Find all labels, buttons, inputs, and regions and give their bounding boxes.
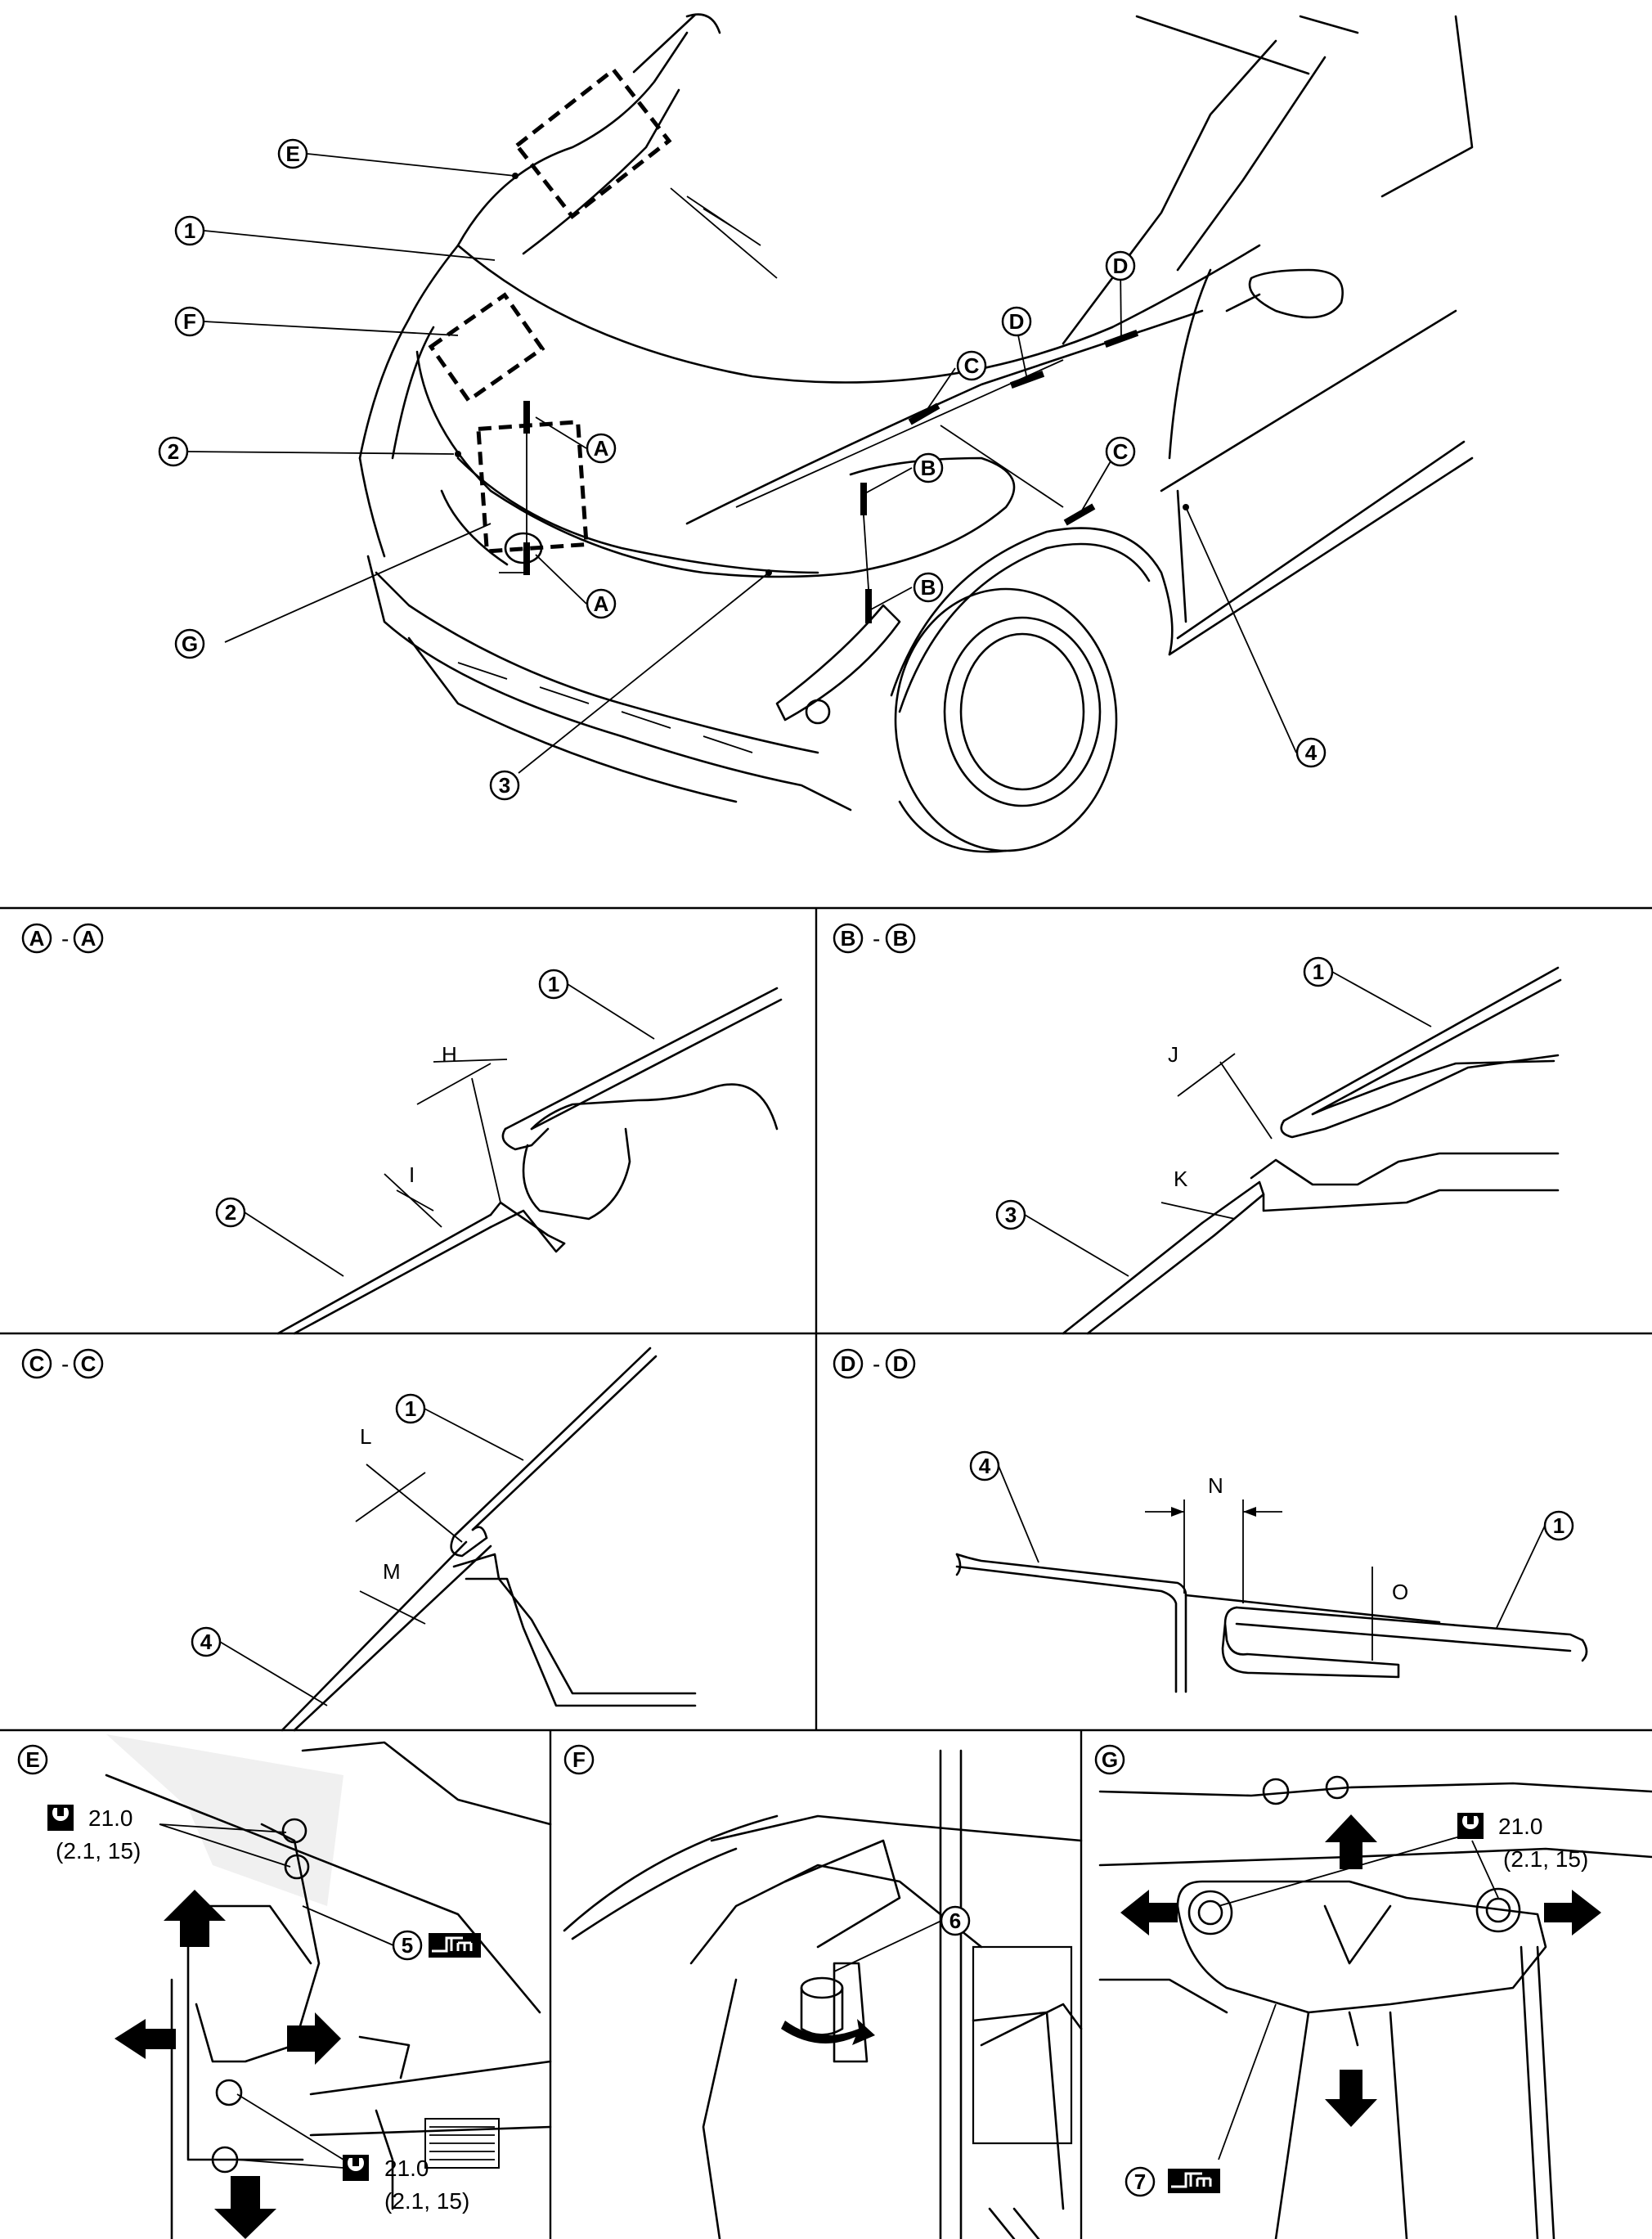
arrow-left-icon (114, 2019, 176, 2059)
callout-b-bottom: B (913, 572, 944, 603)
svg-text:1: 1 (548, 972, 559, 996)
callout-g: G (174, 628, 205, 659)
section-grid (0, 906, 1652, 2239)
svg-text:7: 7 (1134, 2169, 1146, 2194)
svg-text:E: E (285, 142, 299, 166)
svg-text:F: F (183, 309, 196, 334)
svg-text:-: - (61, 926, 69, 951)
arrow-up-icon (164, 1890, 226, 1947)
svg-text:4: 4 (979, 1454, 991, 1478)
svg-text:B: B (921, 456, 936, 480)
svg-text:1: 1 (1313, 960, 1324, 984)
detail-box-e (514, 66, 672, 220)
detail-f-lock: F 6 (563, 1744, 1083, 2239)
svg-text:D: D (841, 1351, 856, 1376)
rotate-arrow-icon (781, 2019, 875, 2045)
svg-text:A: A (594, 436, 609, 461)
svg-text:2: 2 (225, 1200, 236, 1225)
section-cc: C - C L M 1 4 (21, 1347, 697, 1732)
section-marks (523, 330, 1139, 623)
svg-text:1: 1 (184, 218, 195, 243)
callout-a-top: A (586, 433, 617, 464)
callout-f: F (174, 306, 205, 337)
svg-text:6: 6 (949, 1909, 961, 1933)
svg-text:1: 1 (405, 1396, 416, 1421)
svg-text:B: B (841, 926, 856, 951)
svg-text:K: K (1174, 1167, 1188, 1191)
svg-text:5: 5 (402, 1933, 413, 1958)
svg-text:G: G (1102, 1747, 1118, 1772)
svg-text:-: - (873, 1351, 880, 1377)
callout-e: E (277, 138, 308, 169)
arrow-left-icon (1120, 1890, 1178, 1936)
detail-box-f (428, 292, 545, 403)
callout-1: 1 (174, 215, 205, 246)
callout-4: 4 (1295, 737, 1327, 768)
svg-text:C: C (29, 1351, 45, 1376)
svg-text:C: C (81, 1351, 97, 1376)
arrow-down-icon (214, 2176, 276, 2239)
svg-text:4: 4 (200, 1630, 213, 1654)
callout-c-right: C (1105, 436, 1136, 467)
grease-icon (1166, 2167, 1222, 2195)
svg-text:21.0: 21.0 (1498, 1814, 1543, 1839)
svg-text:3: 3 (1005, 1203, 1017, 1227)
torque-wrench-icon (47, 1805, 74, 1831)
svg-text:L: L (360, 1424, 371, 1449)
arrow-right-icon (1544, 1890, 1601, 1936)
svg-text:-: - (61, 1351, 69, 1377)
svg-text:(2.1, 15): (2.1, 15) (384, 2188, 469, 2214)
svg-text:J: J (1168, 1042, 1178, 1067)
svg-text:F: F (572, 1747, 586, 1772)
callout-d-left: D (1001, 306, 1032, 337)
section-aa: A - A H I 1 2 (21, 923, 783, 1335)
svg-text:I: I (409, 1162, 415, 1187)
grease-icon (427, 1931, 483, 1959)
svg-text:E: E (25, 1747, 39, 1772)
torque-wrench-icon (343, 2155, 369, 2181)
svg-text:(2.1, 15): (2.1, 15) (56, 1838, 141, 1864)
svg-text:O: O (1392, 1580, 1408, 1604)
svg-text:H: H (442, 1042, 457, 1067)
callout-b-top: B (913, 452, 944, 483)
svg-text:N: N (1208, 1473, 1223, 1498)
svg-text:A: A (81, 926, 97, 951)
svg-text:21.0: 21.0 (384, 2156, 429, 2181)
svg-text:B: B (921, 575, 936, 600)
svg-text:D: D (1009, 309, 1025, 334)
svg-text:2: 2 (168, 439, 179, 464)
callout-d-right: D (1105, 250, 1136, 281)
section-bb: B - B J K 1 3 (833, 923, 1562, 1335)
callout-2: 2 (158, 436, 189, 467)
svg-text:21.0: 21.0 (88, 1805, 133, 1831)
arrow-up-icon (1325, 1814, 1377, 1869)
callout-c-left: C (956, 350, 987, 381)
svg-text:(2.1, 15): (2.1, 15) (1503, 1846, 1588, 1872)
svg-text:A: A (594, 591, 609, 616)
svg-text:1: 1 (1553, 1513, 1564, 1538)
svg-text:D: D (893, 1351, 909, 1376)
svg-text:A: A (29, 926, 45, 951)
svg-text:-: - (873, 926, 880, 951)
svg-text:3: 3 (499, 773, 510, 798)
leader-lines (187, 153, 1297, 774)
arrow-right-icon (287, 2012, 341, 2065)
detail-e-hinge: E 21.0 (2.1, 15) 5 21.0 (2.1, 15) (17, 1734, 552, 2239)
svg-text:D: D (1113, 254, 1129, 278)
detail-g-latch: G 21.0 (2.1, 15) 7 (1094, 1744, 1652, 2239)
callout-3: 3 (489, 770, 520, 801)
torque-wrench-icon (1457, 1813, 1484, 1839)
callout-a-bottom: A (586, 588, 617, 619)
svg-text:G: G (182, 632, 198, 656)
svg-text:M: M (383, 1559, 401, 1584)
svg-text:C: C (964, 353, 980, 378)
section-dd: D - D N O 4 1 (833, 1348, 1588, 1693)
svg-text:B: B (893, 926, 909, 951)
svg-text:4: 4 (1305, 740, 1318, 765)
svg-text:C: C (1113, 439, 1129, 464)
arrow-down-icon (1325, 2070, 1377, 2127)
